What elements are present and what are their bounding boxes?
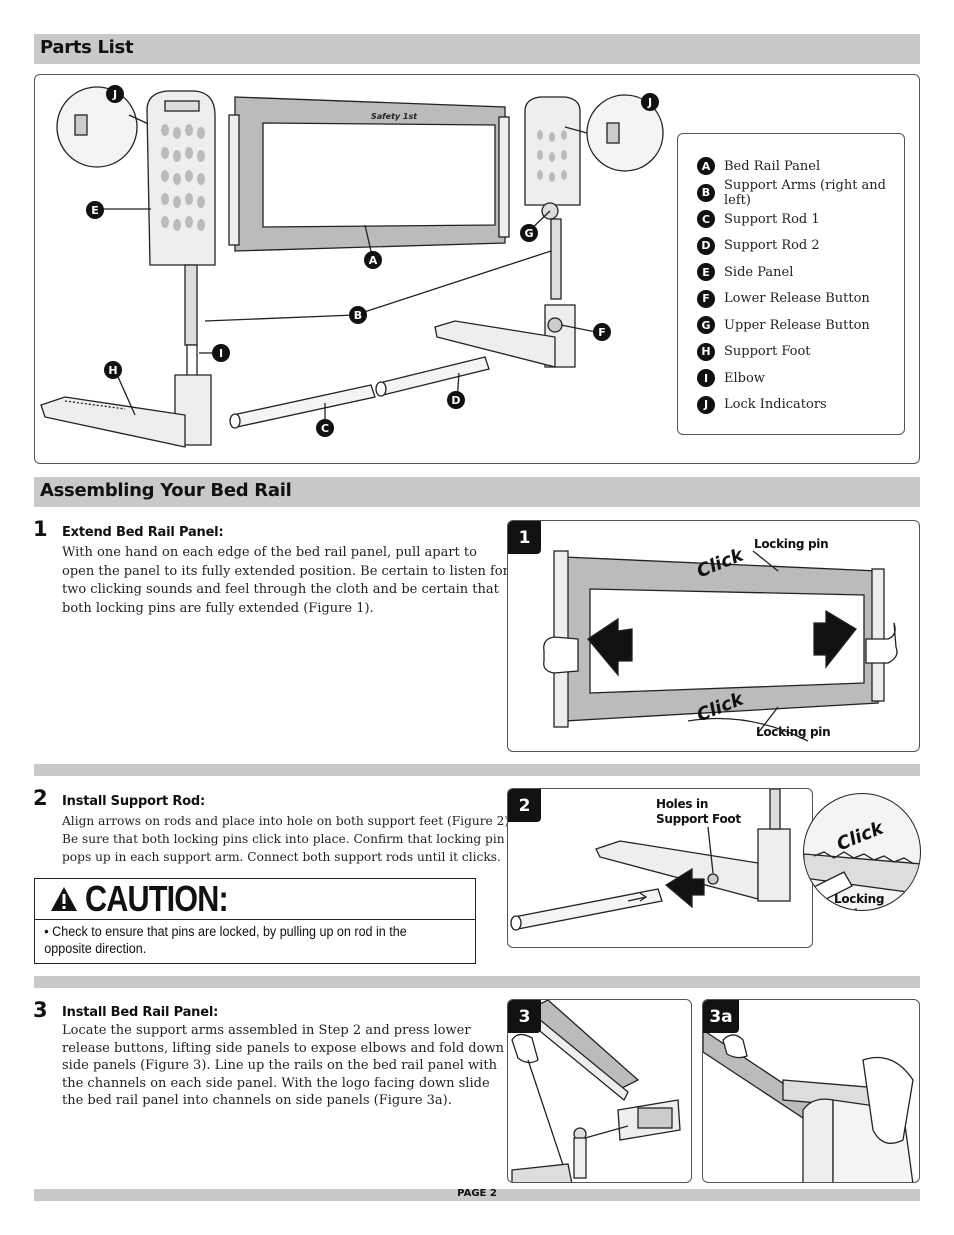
callout-j-right: J bbox=[641, 93, 659, 111]
callout-b: B bbox=[349, 306, 367, 324]
figure-2-label-pins: Locking pins bbox=[834, 892, 885, 910]
figure-3a-illustration bbox=[703, 1029, 914, 1182]
brand-logo: Safety 1st bbox=[371, 112, 418, 121]
assembly-title: Assembling Your Bed Rail bbox=[40, 480, 292, 501]
figure-1-label-bottom: Locking pin bbox=[756, 725, 831, 739]
figure-2-badge: 2 bbox=[508, 789, 541, 822]
figure-3: 3 bbox=[507, 999, 692, 1183]
figure-2: 2 Holes in Support Foot bbox=[507, 788, 813, 948]
step-2-title: Install Support Rod: bbox=[62, 794, 206, 809]
figure-3-badge: 3 bbox=[508, 1000, 541, 1033]
step-3-number: 3 bbox=[33, 998, 48, 1022]
figure-3a-badge: 3a bbox=[703, 1000, 739, 1033]
caution-heading: CAUTION: bbox=[35, 878, 475, 920]
figure-2-illustration bbox=[510, 789, 791, 931]
figure-1: 1 Click Click Locking pin Locking pin bbox=[507, 520, 920, 752]
callout-j-left: J bbox=[106, 85, 124, 103]
warning-icon bbox=[51, 887, 77, 911]
callout-c: C bbox=[316, 419, 334, 437]
callout-d: D bbox=[447, 391, 465, 409]
figure-1-badge: 1 bbox=[508, 521, 541, 554]
step-2-number: 2 bbox=[33, 786, 48, 810]
figure-2-zoom: Click Locking pins bbox=[803, 793, 921, 911]
figure-3a: 3a bbox=[702, 999, 920, 1183]
step-2-body: Align arrows on rods and place into hole… bbox=[62, 814, 514, 864]
caution-title: CAUTION: bbox=[85, 878, 229, 919]
divider-2 bbox=[34, 976, 920, 988]
step-1-number: 1 bbox=[33, 517, 48, 541]
figure-3-illustration bbox=[511, 1000, 681, 1182]
step-1-body: With one hand on each edge of the bed ra… bbox=[62, 545, 509, 616]
callout-f: F bbox=[593, 323, 611, 341]
callout-h: H bbox=[104, 361, 122, 379]
step-3-title: Install Bed Rail Panel: bbox=[62, 1005, 219, 1020]
callout-e: E bbox=[86, 201, 104, 219]
page-footer: PAGE 2 bbox=[34, 1188, 920, 1201]
figure-2-zoom-illustration bbox=[804, 851, 920, 909]
callout-g: G bbox=[520, 224, 538, 242]
figure-1-label-top: Locking pin bbox=[754, 537, 829, 551]
caution-text: • Check to ensure that pins are locked, … bbox=[44, 924, 407, 956]
assembly-header: Assembling Your Bed Rail bbox=[34, 477, 920, 507]
step-3-body: Locate the support arms assembled in Ste… bbox=[62, 1023, 504, 1108]
callout-i: I bbox=[212, 344, 230, 362]
divider-1 bbox=[34, 764, 920, 776]
figure-2-label-holes: Holes in Support Foot bbox=[656, 797, 741, 826]
parts-list-header: Parts List bbox=[34, 34, 920, 64]
caution-box: CAUTION: • Check to ensure that pins are… bbox=[34, 878, 476, 964]
page-number: PAGE 2 bbox=[457, 1188, 497, 1199]
parts-illustration: Safety 1st bbox=[40, 86, 664, 448]
step-1-title: Extend Bed Rail Panel: bbox=[62, 525, 224, 540]
callout-a: A bbox=[364, 251, 382, 269]
figure-1-illustration bbox=[543, 550, 898, 742]
parts-list-title: Parts List bbox=[40, 37, 134, 58]
